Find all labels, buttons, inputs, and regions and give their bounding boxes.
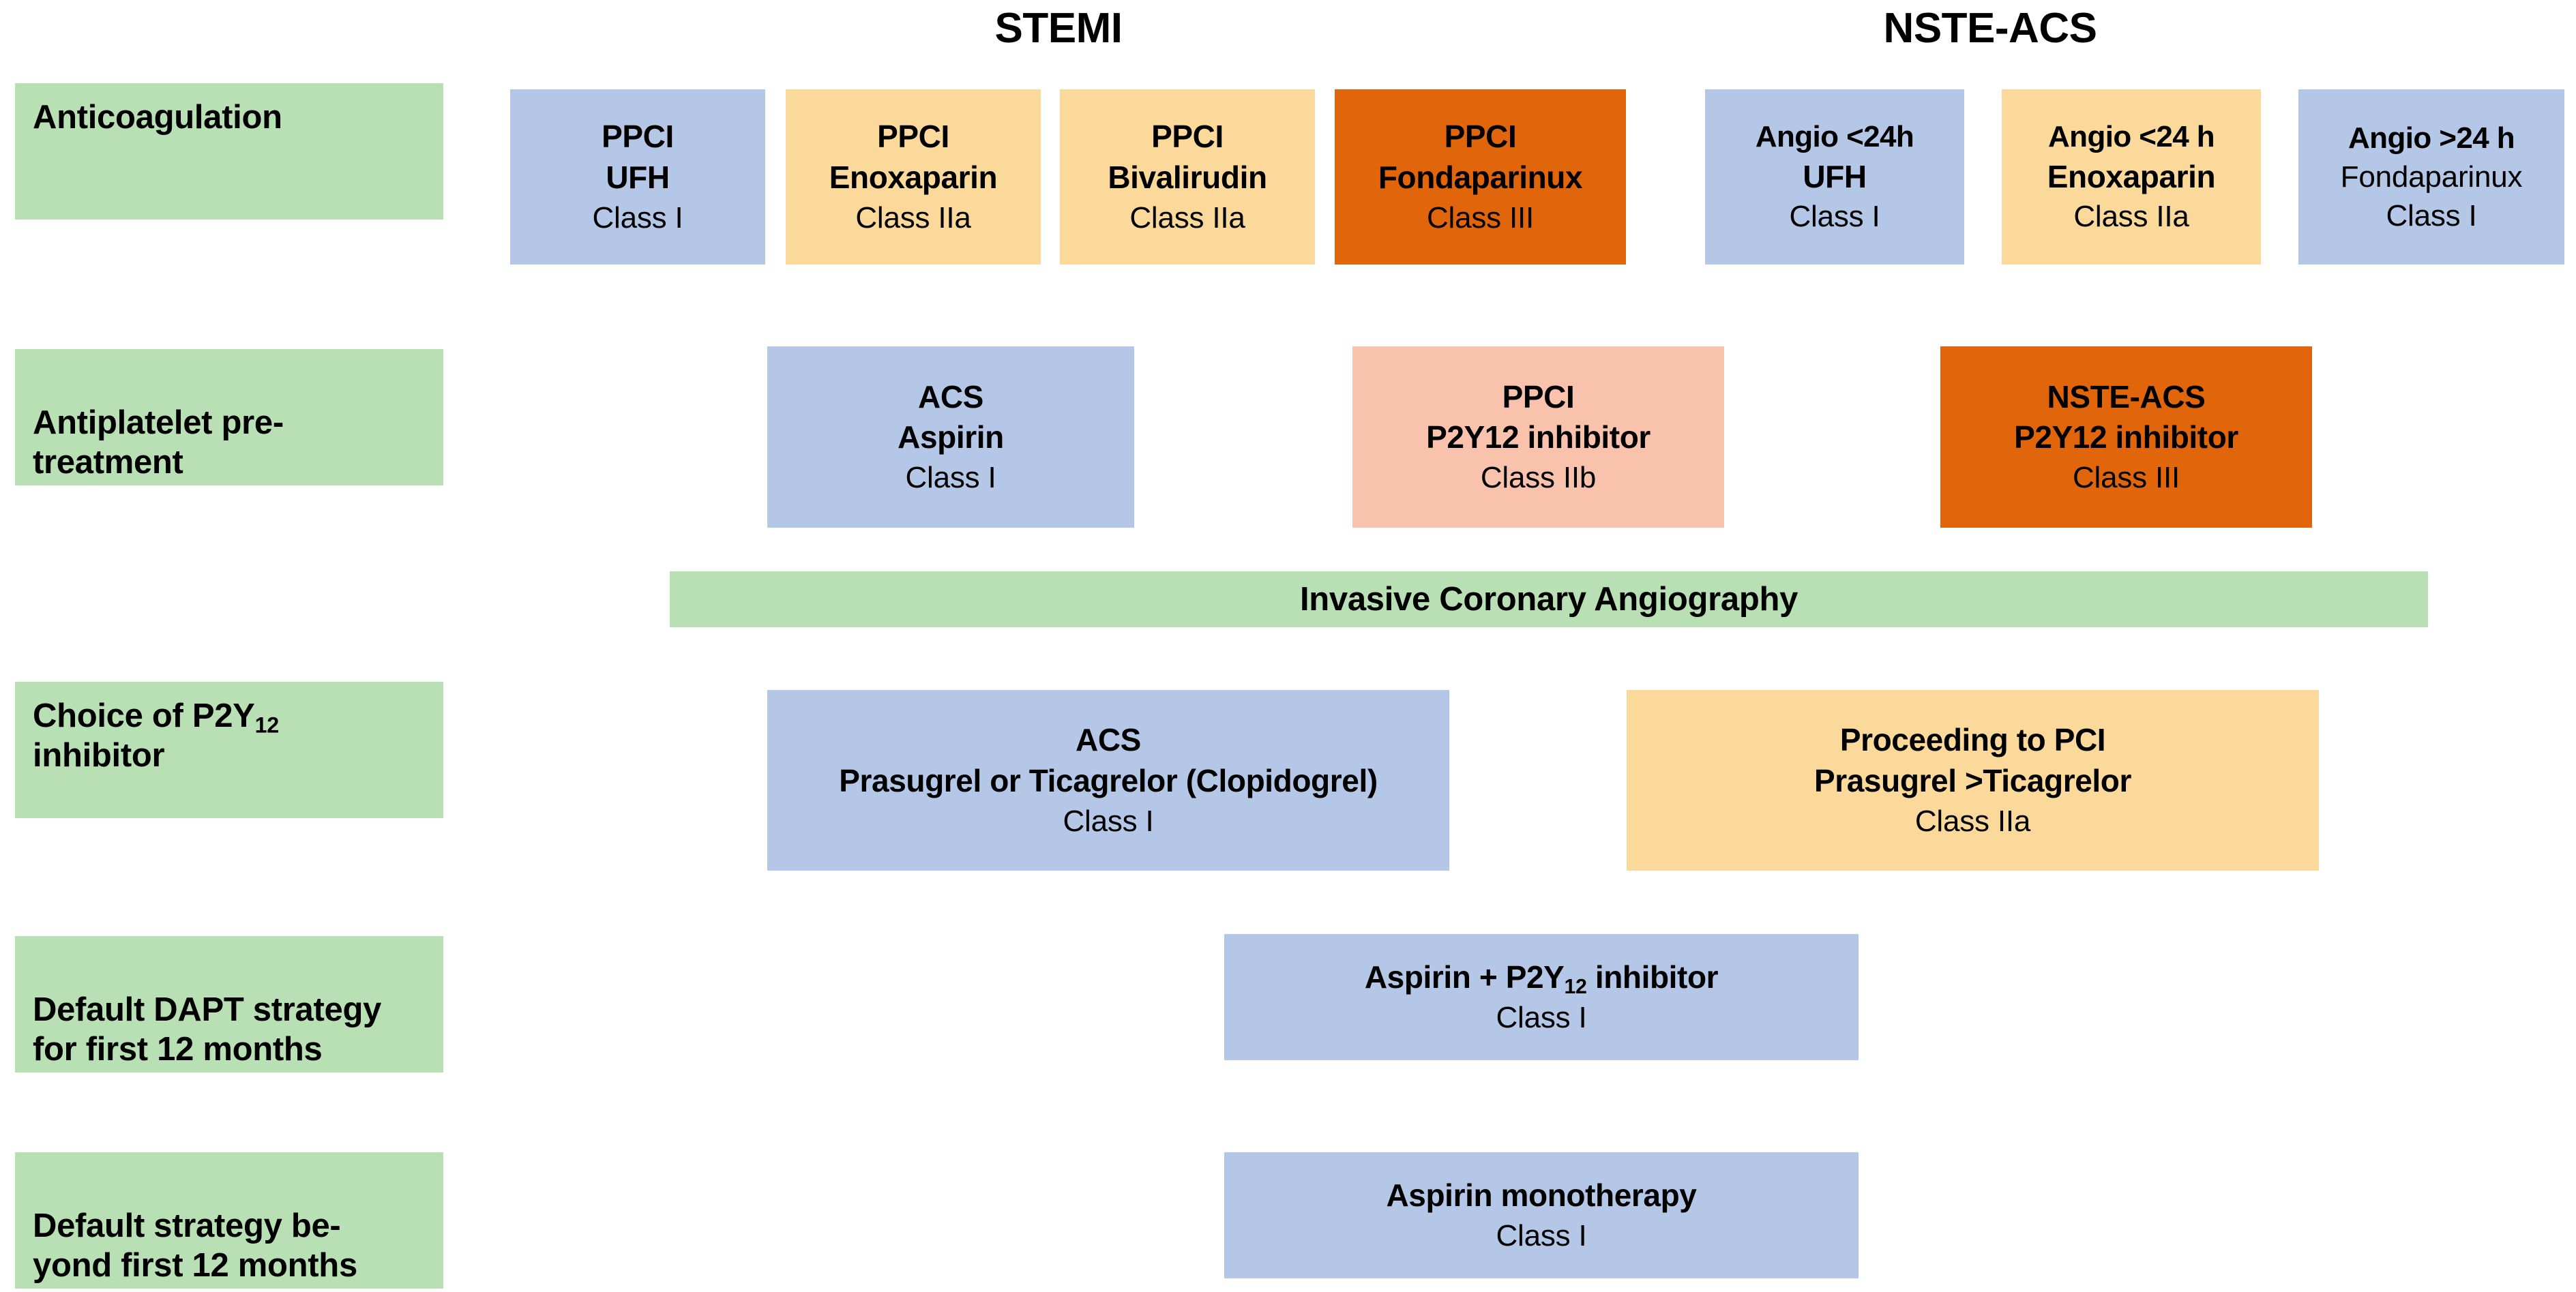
node-aspirin-monotherapy-class: Class I [1496, 1218, 1587, 1252]
row-label-choice-p2y12-text: Choice of P2Y12 inhibitor [33, 697, 279, 774]
row-label-antiplatelet-pretreatment-text: Antiplatelet pre- treatment [33, 404, 284, 481]
node-aspirin-plus-p2y12[interactable]: Aspirin + P2Y12 inhibitor Class I [1224, 934, 1859, 1060]
row-label-antiplatelet-pretreatment: Antiplatelet pre- treatment [15, 349, 443, 485]
node-ppci-ufh-line1: PPCI [602, 119, 674, 155]
node-aspirin-plus-p2y12-class: Class I [1496, 1000, 1587, 1034]
node-ppci-ufh-class: Class I [592, 200, 683, 235]
node-ppci-p2y12-inhibitor-line2: P2Y12 inhibitor [1426, 419, 1650, 455]
node-nsteacs-p2y12-inhibitor-line2: P2Y12 inhibitor [2014, 419, 2238, 455]
node-angio-lt24h-enoxaparin[interactable]: Angio <24 h Enoxaparin Class IIa [2002, 89, 2261, 265]
row-label-default-dapt: Default DAPT strategy for first 12 month… [15, 936, 443, 1072]
node-ppci-p2y12-inhibitor[interactable]: PPCI P2Y12 inhibitor Class IIb [1352, 346, 1724, 528]
node-acs-prasugrel-ticagrelor[interactable]: ACS Prasugrel or Ticagrelor (Clopidogrel… [767, 690, 1449, 871]
node-angio-lt24h-enoxaparin-line1: Angio <24 h [2048, 120, 2215, 154]
node-nsteacs-p2y12-inhibitor[interactable]: NSTE-ACS P2Y12 inhibitor Class III [1940, 346, 2312, 528]
node-angio-gt24h-fondaparinux[interactable]: Angio >24 h Fondaparinux Class I [2298, 89, 2564, 265]
node-angio-lt24h-enoxaparin-class: Class IIa [2073, 200, 2189, 234]
node-ppci-bivalirudin-line2: Bivalirudin [1108, 159, 1267, 195]
invasive-coronary-angiography-label: Invasive Coronary Angiography [1299, 581, 1798, 618]
row-label-default-dapt-text: Default DAPT strategy for first 12 month… [33, 991, 382, 1068]
node-acs-aspirin-line1: ACS [918, 378, 983, 415]
node-proceeding-to-pci-class: Class IIa [1914, 804, 2031, 838]
invasive-coronary-angiography-bar[interactable]: Invasive Coronary Angiography [670, 571, 2428, 627]
node-ppci-fondaparinux-line2: Fondaparinux [1378, 159, 1583, 195]
row-label-default-beyond-text: Default strategy be- yond first 12 month… [33, 1207, 357, 1284]
node-proceeding-to-pci-line2: Prasugrel >Ticagrelor [1813, 762, 2132, 798]
aspirin-p2y12-subscript: 12 [1564, 975, 1587, 998]
node-angio-lt24h-ufh-line1: Angio <24h [1755, 120, 1914, 154]
node-proceeding-to-pci-line1: Proceeding to PCI [1839, 722, 2106, 758]
node-ppci-bivalirudin-line1: PPCI [1151, 119, 1224, 155]
node-acs-prasugrel-ticagrelor-line2: Prasugrel or Ticagrelor (Clopidogrel) [839, 762, 1378, 798]
node-ppci-enoxaparin-line1: PPCI [877, 119, 949, 155]
node-aspirin-monotherapy[interactable]: Aspirin monotherapy Class I [1224, 1152, 1859, 1278]
node-ppci-ufh[interactable]: PPCI UFH Class I [510, 89, 765, 265]
node-ppci-p2y12-inhibitor-line1: PPCI [1502, 378, 1575, 415]
node-aspirin-plus-p2y12-line1: Aspirin + P2Y12 inhibitor [1228, 957, 1854, 998]
node-angio-lt24h-enoxaparin-line2: Enoxaparin [2047, 158, 2216, 194]
node-proceeding-to-pci[interactable]: Proceeding to PCI Prasugrel >Ticagrelor … [1627, 690, 2319, 871]
choice-p2y12-suffix: inhibitor [33, 736, 165, 774]
row-label-anticoagulation-text: Anticoagulation [33, 99, 282, 136]
node-angio-gt24h-fondaparinux-class: Class I [2386, 199, 2477, 233]
row-label-anticoagulation: Anticoagulation [15, 83, 443, 220]
node-ppci-enoxaparin-line2: Enoxaparin [829, 159, 998, 195]
node-ppci-bivalirudin-class: Class IIa [1129, 200, 1245, 235]
row-label-default-beyond: Default strategy be- yond first 12 month… [15, 1152, 443, 1289]
choice-p2y12-subscript: 12 [254, 712, 280, 738]
node-angio-gt24h-fondaparinux-line2: Fondaparinux [2340, 160, 2523, 194]
node-acs-aspirin[interactable]: ACS Aspirin Class I [767, 346, 1134, 528]
node-acs-aspirin-line2: Aspirin [898, 419, 1004, 455]
node-ppci-fondaparinux[interactable]: PPCI Fondaparinux Class III [1335, 89, 1626, 265]
column-header-stemi: STEMI [994, 5, 1123, 52]
node-ppci-enoxaparin[interactable]: PPCI Enoxaparin Class IIa [786, 89, 1041, 265]
choice-p2y12-prefix: Choice of P2Y [33, 697, 255, 734]
node-acs-prasugrel-ticagrelor-class: Class I [1063, 804, 1154, 838]
row-label-choice-p2y12: Choice of P2Y12 inhibitor [15, 682, 443, 818]
node-ppci-bivalirudin[interactable]: PPCI Bivalirudin Class IIa [1060, 89, 1315, 265]
node-angio-gt24h-fondaparinux-line1: Angio >24 h [2348, 121, 2515, 155]
column-header-nste-acs: NSTE-ACS [1883, 5, 2097, 52]
node-acs-prasugrel-ticagrelor-line1: ACS [1076, 722, 1141, 758]
node-acs-aspirin-class: Class I [905, 461, 996, 495]
aspirin-p2y12-prefix: Aspirin + P2Y [1364, 959, 1565, 995]
node-angio-lt24h-ufh-class: Class I [1789, 200, 1880, 234]
node-nsteacs-p2y12-inhibitor-line1: NSTE-ACS [2047, 378, 2206, 415]
node-ppci-enoxaparin-class: Class IIa [855, 200, 971, 235]
node-aspirin-monotherapy-line1: Aspirin monotherapy [1386, 1177, 1697, 1213]
node-nsteacs-p2y12-inhibitor-class: Class III [2072, 461, 2180, 495]
node-ppci-ufh-line2: UFH [606, 159, 670, 195]
node-ppci-fondaparinux-line1: PPCI [1444, 119, 1517, 155]
node-angio-lt24h-ufh-line2: UFH [1803, 158, 1867, 194]
node-ppci-fondaparinux-class: Class III [1426, 200, 1535, 235]
aspirin-p2y12-suffix: inhibitor [1586, 959, 1719, 995]
node-ppci-p2y12-inhibitor-class: Class IIb [1480, 461, 1597, 495]
node-angio-lt24h-ufh[interactable]: Angio <24h UFH Class I [1705, 89, 1964, 265]
